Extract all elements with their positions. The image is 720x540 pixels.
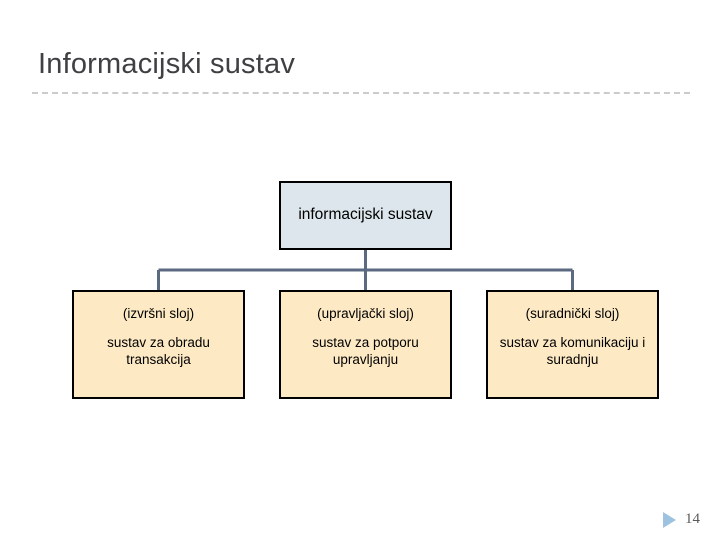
title-divider xyxy=(32,92,690,94)
diagram-node-izvrsni-sloj[interactable]: (izvršni sloj) sustav za obradu transakc… xyxy=(72,290,245,399)
node-description: sustav za komunikaciju i suradnju xyxy=(499,334,646,368)
page-number: 14 xyxy=(685,511,700,527)
node-layer-label: (upravljački sloj) xyxy=(317,306,414,321)
page-title: Informacijski sustav xyxy=(38,48,296,80)
diagram-node-root[interactable]: informacijski sustav xyxy=(279,181,452,250)
root-node-label: informacijski sustav xyxy=(298,206,433,224)
node-layer-label: (izvršni sloj) xyxy=(122,306,195,321)
node-description: sustav za potporu upravljanju xyxy=(312,334,419,368)
play-triangle-icon[interactable] xyxy=(663,511,676,528)
diagram-node-suradnicki-sloj[interactable]: (suradnički sloj) sustav za komunikaciju… xyxy=(486,290,659,399)
node-description: sustav za obradu transakcija xyxy=(107,334,210,368)
diagram-node-upravljacki-sloj[interactable]: (upravljački sloj) sustav za potporu upr… xyxy=(279,290,452,399)
node-layer-label: (suradnički sloj) xyxy=(525,306,620,321)
slide-footer: 14 xyxy=(663,511,700,528)
